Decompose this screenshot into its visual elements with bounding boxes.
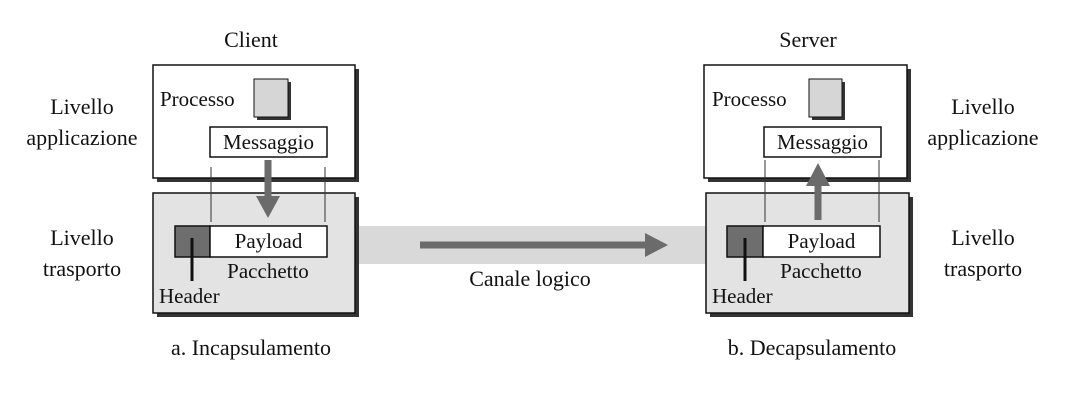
client-payload-box xyxy=(209,225,328,258)
server-caption: b. Decapsulamento xyxy=(728,335,897,360)
client-app-level-label-1: Livello xyxy=(50,94,114,119)
server-message-label: Messaggio xyxy=(777,130,868,154)
logical-channel-arrow-head xyxy=(645,233,668,257)
client-transport-level-label-2: trasporto xyxy=(43,256,121,281)
client-process-icon xyxy=(253,78,289,118)
logical-channel-label: Canale logico xyxy=(469,266,591,291)
server-message-box xyxy=(763,126,882,158)
client-down-arrow-head xyxy=(256,196,280,218)
server-transport-level-label-1: Livello xyxy=(951,225,1015,250)
server-header-label: Header xyxy=(712,284,773,308)
server-payload-label: Payload xyxy=(788,229,856,253)
server-process-label: Processo xyxy=(712,87,787,111)
server-app-layer-box xyxy=(703,64,908,179)
server-payload-box xyxy=(762,225,881,258)
client-caption: a. Incapsulamento xyxy=(171,335,331,360)
server-up-arrow-head xyxy=(806,163,830,186)
client-payload-label: Payload xyxy=(235,229,303,253)
server-process-icon xyxy=(808,78,843,118)
client-app-level-label-2: applicazione xyxy=(26,125,137,150)
client-message-box xyxy=(209,126,328,158)
server-transport-level-label-2: trasporto xyxy=(944,256,1022,281)
server-title: Server xyxy=(779,27,837,52)
client-side: Client Livello applicazione Livello tras… xyxy=(26,27,359,360)
client-process-label: Processo xyxy=(160,87,235,111)
server-app-level-label-1: Livello xyxy=(951,94,1015,119)
client-message-label: Messaggio xyxy=(223,130,314,154)
server-packet-label: Pacchetto xyxy=(780,259,862,283)
server-side: Server Livello applicazione Livello tras… xyxy=(703,27,1039,360)
client-title: Client xyxy=(224,27,278,52)
client-transport-level-label-1: Livello xyxy=(50,225,114,250)
client-packet-label: Pacchetto xyxy=(227,259,309,283)
client-header-label: Header xyxy=(159,284,220,308)
server-app-level-label-2: applicazione xyxy=(927,125,1038,150)
